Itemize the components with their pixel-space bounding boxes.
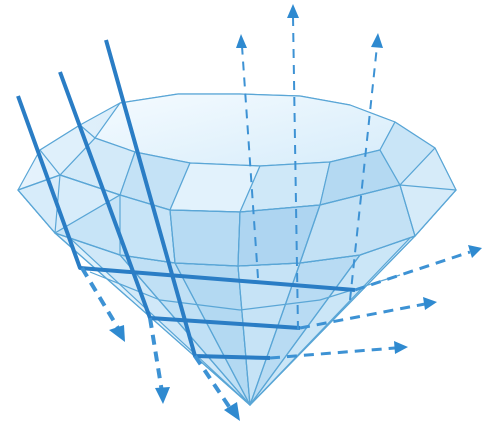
arrowhead-bottom-2 [155,387,170,404]
arrowhead-side-3 [394,341,408,354]
exit-bottom-ray-2 [150,318,162,392]
arrowhead-bottom-1 [109,325,125,342]
arrowhead-top-2 [287,4,299,18]
diamond-crown [18,94,456,266]
arrowhead-side-2 [423,297,437,310]
arrowhead-top-3 [371,33,383,48]
arrowhead-side-1 [468,245,482,258]
arrowhead-top-1 [236,34,247,48]
